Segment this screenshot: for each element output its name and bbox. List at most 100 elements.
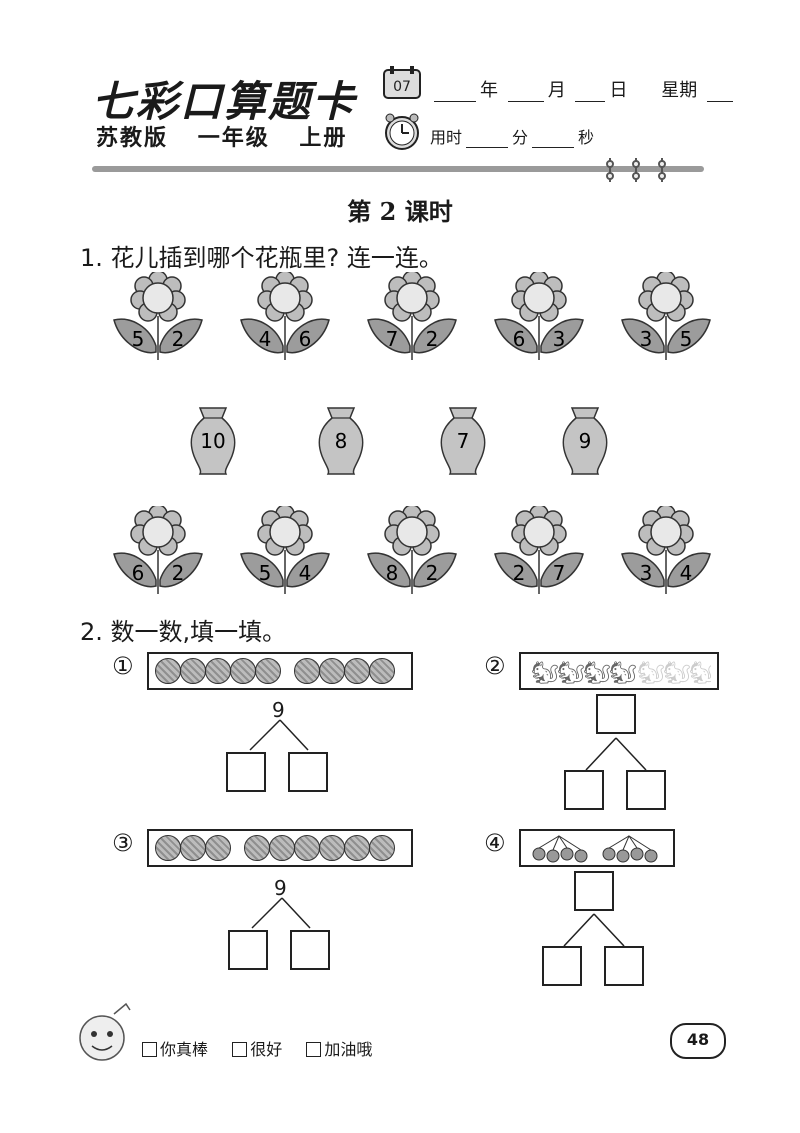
item-1-total: 9 — [272, 698, 285, 722]
squirrel-icons: 🐿🐿 🐿🐿 🐿🐿 🐿 — [531, 661, 711, 686]
item-4-picture — [519, 829, 675, 867]
flower-left-number: 6 — [513, 327, 526, 351]
svg-text:🐿: 🐿 — [557, 661, 585, 686]
flower-right-number: 2 — [426, 561, 439, 585]
brand-title: 七彩口算题卡 — [92, 77, 357, 126]
mascot-icon — [79, 1002, 131, 1061]
item-2-picture: 🐿🐿 🐿🐿 🐿🐿 🐿 — [519, 652, 719, 690]
year-label: 年 — [480, 80, 498, 101]
flower-right-number: 2 — [172, 561, 185, 585]
calendar-day: 07 — [393, 79, 411, 95]
flower-left-number: 7 — [386, 327, 399, 351]
day-blank[interactable] — [575, 85, 606, 102]
item-3-answer-right[interactable] — [290, 930, 330, 970]
item-2-total-box[interactable] — [596, 694, 636, 734]
question-1-prompt: 1. 花儿插到哪个花瓶里? 连一连。 — [80, 244, 443, 272]
svg-text:🐿: 🐿 — [663, 661, 691, 686]
item-2-answer-left[interactable] — [564, 770, 604, 810]
item-4-answer-left[interactable] — [542, 946, 582, 986]
second-label: 秒 — [578, 128, 595, 147]
rating-keep-going-label: 加油哦 — [324, 1040, 373, 1059]
rating-keep-going-checkbox[interactable] — [306, 1042, 322, 1057]
item-3-picture — [147, 829, 413, 867]
flower-left-number: 4 — [259, 327, 272, 351]
rating-good-checkbox[interactable] — [232, 1042, 248, 1057]
header-divider — [92, 166, 704, 172]
svg-text:🐿: 🐿 — [609, 661, 637, 686]
flower-right-number: 5 — [680, 327, 693, 351]
calendar-icon: 07 — [383, 66, 421, 99]
flower-left-number: 5 — [259, 561, 272, 585]
item-4-total-box[interactable] — [574, 871, 614, 911]
item-1-marker: ① — [112, 652, 134, 680]
item-1-answer-left[interactable] — [226, 752, 266, 792]
svg-text:🐿: 🐿 — [531, 661, 559, 686]
rating-great[interactable]: 你真棒 — [142, 1040, 208, 1059]
vase-number: 9 — [579, 429, 592, 453]
divider-pins — [606, 158, 666, 182]
item-4-answer-right[interactable] — [604, 946, 644, 986]
rating-good[interactable]: 很好 — [232, 1040, 282, 1059]
rating-great-checkbox[interactable] — [142, 1042, 157, 1057]
item-4-marker: ④ — [484, 829, 506, 857]
flower-right-number: 4 — [299, 561, 312, 585]
lesson-title: 第 2 课时 — [347, 197, 453, 226]
second-blank[interactable] — [532, 131, 575, 148]
day-label: 日 — [609, 80, 628, 101]
flower-left-number: 6 — [132, 561, 145, 585]
edition-volume: 上册 — [299, 125, 348, 151]
edition-publisher: 苏教版 — [96, 125, 169, 151]
svg-text:🐿: 🐿 — [583, 661, 611, 686]
item-2-answer-right[interactable] — [626, 770, 666, 810]
month-label: 月 — [547, 80, 566, 101]
rating-great-label: 你真棒 — [160, 1040, 209, 1059]
vase-number: 10 — [200, 429, 225, 453]
item-4-branch — [563, 913, 625, 947]
flower-left-number: 2 — [513, 561, 526, 585]
vase-number: 8 — [335, 429, 348, 453]
vase-4[interactable]: 9 — [560, 406, 610, 476]
item-2-marker: ② — [484, 652, 506, 680]
item-1-branch — [249, 719, 309, 751]
flower-left-number: 3 — [640, 561, 653, 585]
year-blank[interactable] — [434, 85, 476, 102]
item-2-branch — [585, 737, 647, 771]
flower-left-number: 8 — [386, 561, 399, 585]
rating-options: 你真棒 很好 加油哦 — [142, 1036, 372, 1060]
flower-right-number: 6 — [299, 327, 312, 351]
time-fill-line: 用时分秒 — [430, 124, 594, 148]
flower-right-number: 2 — [426, 327, 439, 351]
flower-right-number: 3 — [553, 327, 566, 351]
clock-icon — [385, 113, 419, 150]
svg-text:🐿: 🐿 — [637, 661, 665, 686]
rating-keep-going[interactable]: 加油哦 — [306, 1040, 372, 1059]
date-fill-line: 年 月 日 星期 — [430, 76, 737, 102]
month-blank[interactable] — [507, 85, 544, 102]
flower-right-number: 4 — [680, 561, 693, 585]
flower-right-number: 7 — [553, 561, 566, 585]
flower-left-number: 5 — [132, 327, 145, 351]
item-3-branch — [251, 897, 311, 929]
item-1-answer-right[interactable] — [288, 752, 328, 792]
weekday-blank[interactable] — [706, 85, 733, 102]
minute-blank[interactable] — [466, 131, 509, 148]
weekday-label: 星期 — [661, 80, 698, 101]
edition-line: 苏教版 一年级 上册 — [96, 120, 367, 152]
vase-3[interactable]: 7 — [438, 406, 488, 476]
flower-right-number: 2 — [172, 327, 185, 351]
vase-2[interactable]: 8 — [316, 406, 366, 476]
cherry-icons — [532, 834, 658, 863]
vase-1[interactable]: 10 — [188, 406, 238, 476]
item-3-answer-left[interactable] — [228, 930, 268, 970]
svg-text:🐿: 🐿 — [689, 661, 711, 686]
